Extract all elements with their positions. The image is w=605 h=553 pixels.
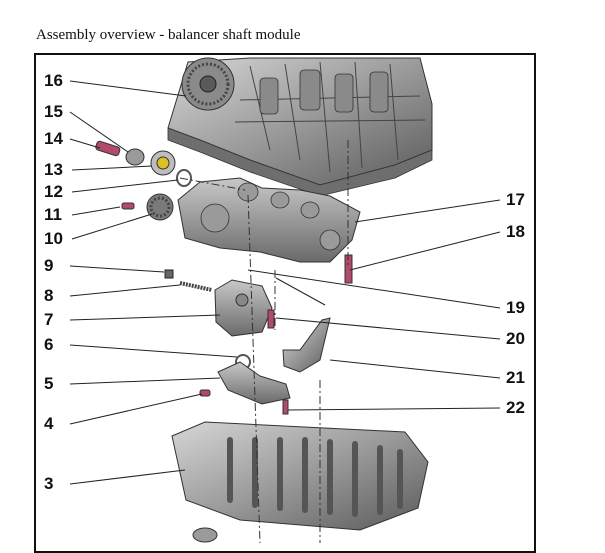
callout-label: 3 — [44, 474, 54, 493]
crankshaft-sprocket — [181, 57, 235, 111]
balancer-shaft-housing — [177, 177, 361, 263]
engine-block — [167, 57, 433, 197]
callout-label: 5 — [44, 374, 54, 393]
axis-lines — [179, 140, 349, 543]
callout-label: 8 — [44, 286, 54, 305]
callout-label: 17 — [506, 190, 525, 209]
callout-label: 13 — [44, 160, 63, 179]
callout-label: 16 — [44, 71, 63, 90]
callout-label: 11 — [44, 205, 62, 224]
oil-pump-parts — [164, 269, 275, 337]
callout-label: 7 — [44, 310, 54, 329]
callout-label: 12 — [44, 182, 63, 201]
callout-label: 15 — [44, 102, 63, 121]
callout-label: 4 — [44, 414, 54, 433]
callout-label: 20 — [506, 329, 525, 348]
callout-label: 14 — [44, 129, 63, 148]
callout-label: 9 — [44, 256, 54, 275]
callout-label: 18 — [506, 222, 525, 241]
callout-label: 10 — [44, 229, 63, 248]
oil-pickup-parts — [199, 254, 353, 415]
page-title: Assembly overview - balancer shaft modul… — [36, 27, 301, 43]
oil-pan — [171, 421, 429, 543]
gear-parts — [95, 140, 192, 221]
callout-label: 22 — [506, 398, 525, 417]
callout-label: 21 — [506, 368, 525, 387]
callout-label: 19 — [506, 298, 525, 317]
leader-lines — [69, 80, 501, 485]
callout-label: 6 — [44, 335, 54, 354]
